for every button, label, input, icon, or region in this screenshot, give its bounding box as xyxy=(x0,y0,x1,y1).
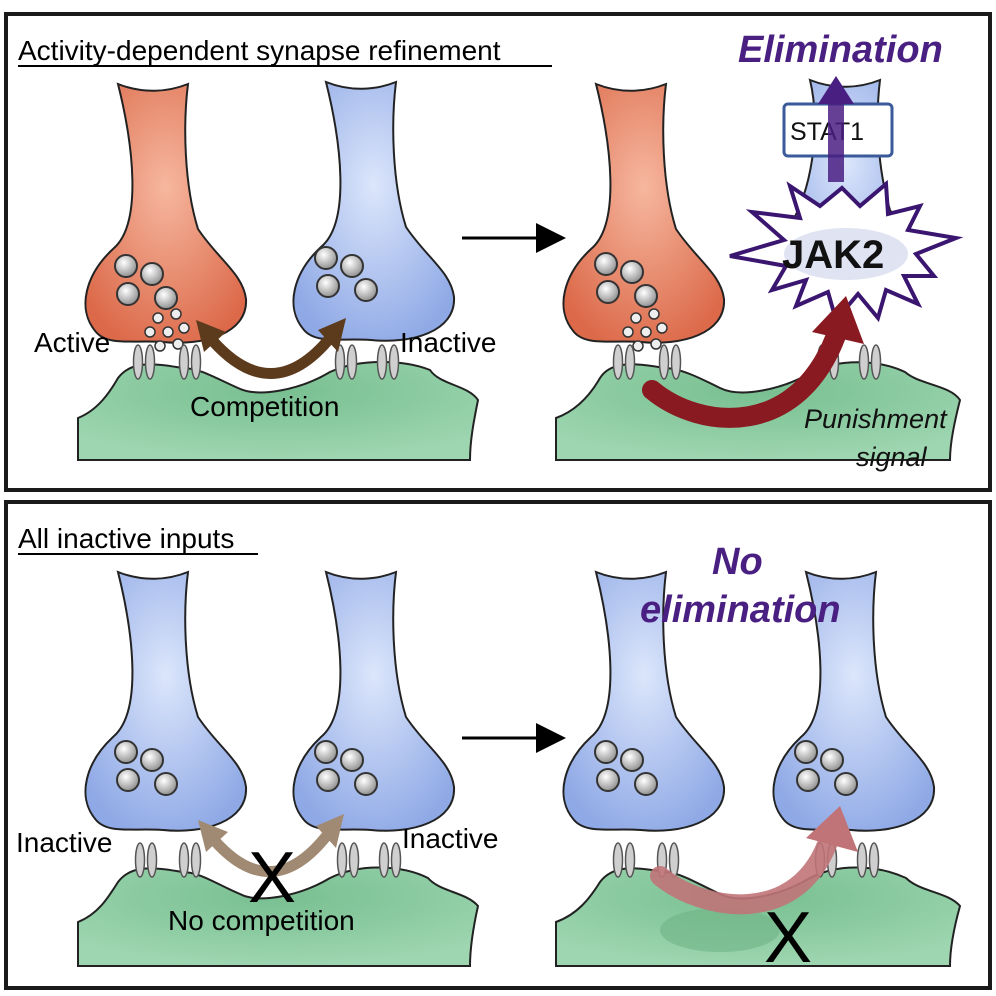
label-inactive: Inactive xyxy=(400,327,497,358)
bottom-panel-title: All inactive inputs xyxy=(18,523,234,554)
faded-punishment-arrow xyxy=(650,826,840,915)
top-panel-frame xyxy=(4,12,992,492)
top-panel-title: Activity-dependent synapse refinement xyxy=(18,35,501,66)
punishment-signal-arrow xyxy=(642,320,848,428)
x-mark: X xyxy=(764,898,812,978)
competition-arrowhead-left xyxy=(196,320,226,352)
punishment-signal-arrowhead xyxy=(812,296,864,344)
jak2-core xyxy=(784,228,908,280)
label-no: No xyxy=(712,541,763,583)
postsynaptic-dendrite xyxy=(77,866,480,967)
no-competition-arrowhead-right xyxy=(316,814,344,848)
competition-arrow xyxy=(207,334,335,379)
label-active: Active xyxy=(34,327,110,358)
label-competition: Competition xyxy=(190,391,339,422)
label-no-competition: No competition xyxy=(168,905,355,936)
elimination-signal-arrowhead xyxy=(818,76,854,104)
label-jak2: JAK2 xyxy=(782,233,884,277)
elimination-signal-shaft xyxy=(828,96,844,182)
label-stat1: STAT1 xyxy=(790,118,864,146)
label-elimination: Elimination xyxy=(738,29,943,71)
label-inactive-left: Inactive xyxy=(16,827,113,858)
label-signal: signal xyxy=(856,442,928,472)
label-punishment: Punishment xyxy=(804,404,948,434)
label-inactive-right: Inactive xyxy=(402,823,499,854)
no-competition-arrowhead-left xyxy=(198,820,228,852)
postsynaptic-shading xyxy=(660,908,780,952)
x-mark: X xyxy=(248,838,296,918)
faded-punishment-arrowhead xyxy=(806,806,858,852)
inactive-presynaptic-terminal xyxy=(292,81,456,342)
no-competition-arrow xyxy=(209,830,333,878)
postsynaptic-dendrite xyxy=(77,361,480,461)
competition-arrowhead-right xyxy=(318,318,346,352)
bottom-panel-frame xyxy=(4,500,992,990)
label-elimination-negated: elimination xyxy=(640,589,841,631)
